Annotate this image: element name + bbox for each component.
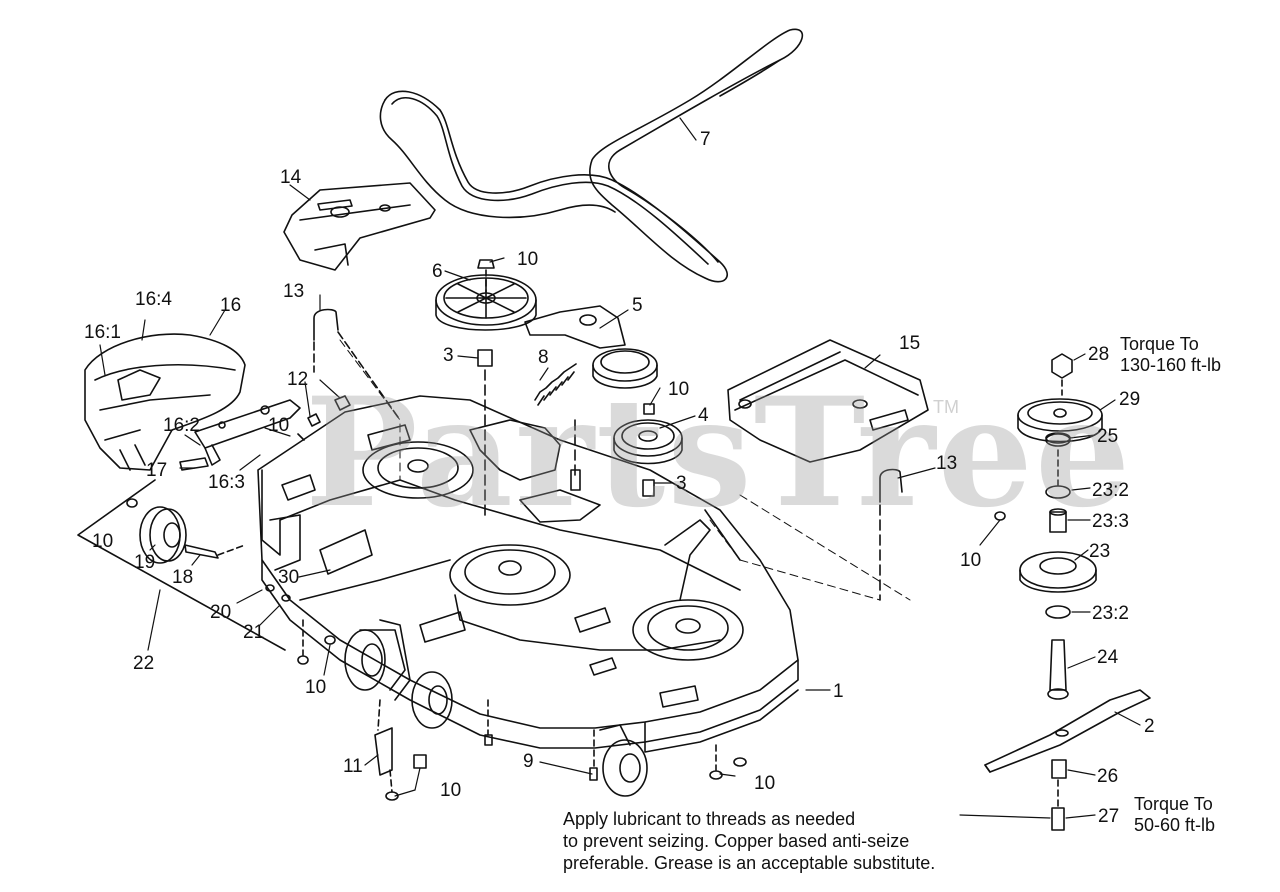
callout-10: 10 — [440, 780, 462, 801]
torque-note-lower-line-1: Torque To — [1134, 794, 1213, 814]
drive-belt — [379, 28, 804, 283]
lubricant-note-line-2: to prevent seizing. Copper based anti-se… — [563, 831, 910, 851]
deflector-bracket — [179, 399, 301, 471]
callout-9: 9 — [523, 751, 534, 772]
callout-10: 10 — [960, 550, 982, 571]
guide-lines — [339, 339, 911, 601]
drive-pulley-4 — [613, 403, 683, 497]
belt-cover-front — [727, 339, 929, 463]
callout-11: 11 — [343, 756, 363, 777]
callout-10: 10 — [268, 415, 290, 436]
callout-26: 26 — [1097, 766, 1119, 787]
idler-arm-5 — [524, 305, 658, 491]
callout-23-3: 23:3 — [1092, 511, 1129, 532]
callout-2: 2 — [1144, 716, 1155, 737]
callout-22: 22 — [133, 653, 155, 674]
callout-8: 8 — [538, 347, 549, 368]
callout-13: 13 — [936, 453, 958, 474]
callout-20: 20 — [210, 602, 232, 623]
discharge-deflector — [84, 333, 246, 471]
callout-16-4: 16:4 — [135, 289, 172, 310]
callout-18: 18 — [172, 567, 194, 588]
callout-4: 4 — [698, 405, 709, 426]
mount-bolt-12 — [297, 395, 351, 441]
callout-14: 14 — [280, 167, 302, 188]
watermark-trademark: TM — [933, 397, 959, 417]
callout-10: 10 — [668, 379, 690, 400]
wheel-bracket-11 — [374, 699, 427, 793]
callout-29: 29 — [1119, 389, 1141, 410]
callout-15: 15 — [899, 333, 921, 354]
callout-16-2: 16:2 — [163, 415, 200, 436]
callout-16-3: 16:3 — [208, 472, 245, 493]
callout-30: 30 — [278, 567, 300, 588]
tension-spring — [534, 363, 577, 406]
torque-note-upper: Torque To 130-160 ft-lb — [1120, 334, 1221, 376]
callout-12: 12 — [287, 369, 309, 390]
spindle-assembly — [1017, 353, 1103, 831]
lubricant-note: Apply lubricant to threads as needed to … — [563, 808, 935, 874]
callout-10: 10 — [517, 249, 539, 270]
callout-17: 17 — [146, 460, 168, 481]
callout-10: 10 — [305, 677, 327, 698]
callout-16: 16 — [220, 295, 242, 316]
j-bolt-left — [313, 308, 401, 421]
deck-wheels — [344, 619, 648, 797]
callout-10: 10 — [92, 531, 114, 552]
lubricant-note-line-3: preferable. Grease is an acceptable subs… — [563, 853, 936, 873]
bolts-below-deck — [297, 619, 747, 801]
leader-lines — [99, 117, 1141, 819]
callout-16-1: 16:1 — [84, 322, 121, 343]
callout-23-2: 23:2 — [1092, 480, 1129, 501]
torque-note-lower-line-2: 50-60 ft-lb — [1134, 815, 1216, 835]
callout-3: 3 — [443, 345, 454, 366]
lubricant-note-line-1: Apply lubricant to threads as needed — [563, 809, 856, 829]
torque-note-upper-line-2: 130-160 ft-lb — [1120, 355, 1222, 375]
torque-note-lower: Torque To 50-60 ft-lb — [1134, 794, 1215, 836]
j-bolt-right — [879, 468, 903, 601]
callout-6: 6 — [432, 261, 443, 282]
callout-27: 27 — [1098, 806, 1120, 827]
callout-23: 23 — [1089, 541, 1111, 562]
callout-23-2: 23:2 — [1092, 603, 1129, 624]
idler-pulley-6 — [435, 259, 537, 521]
watermark: PartsTree — [305, 365, 1133, 541]
callout-1: 1 — [833, 681, 844, 702]
callout-10: 10 — [754, 773, 776, 794]
callout-25: 25 — [1097, 426, 1119, 447]
callout-24: 24 — [1097, 647, 1119, 668]
callout-5: 5 — [632, 295, 643, 316]
torque-note-upper-line-1: Torque To — [1120, 334, 1199, 354]
callout-13: 13 — [283, 281, 305, 302]
cutting-blade — [984, 689, 1151, 773]
wheel-assembly-22 — [77, 479, 291, 651]
callout-21: 21 — [243, 622, 265, 643]
callout-3: 3 — [676, 473, 687, 494]
callout-19: 19 — [134, 552, 156, 573]
belt-cover-rear — [283, 182, 436, 271]
callout-7: 7 — [700, 129, 711, 150]
callout-28: 28 — [1088, 344, 1110, 365]
